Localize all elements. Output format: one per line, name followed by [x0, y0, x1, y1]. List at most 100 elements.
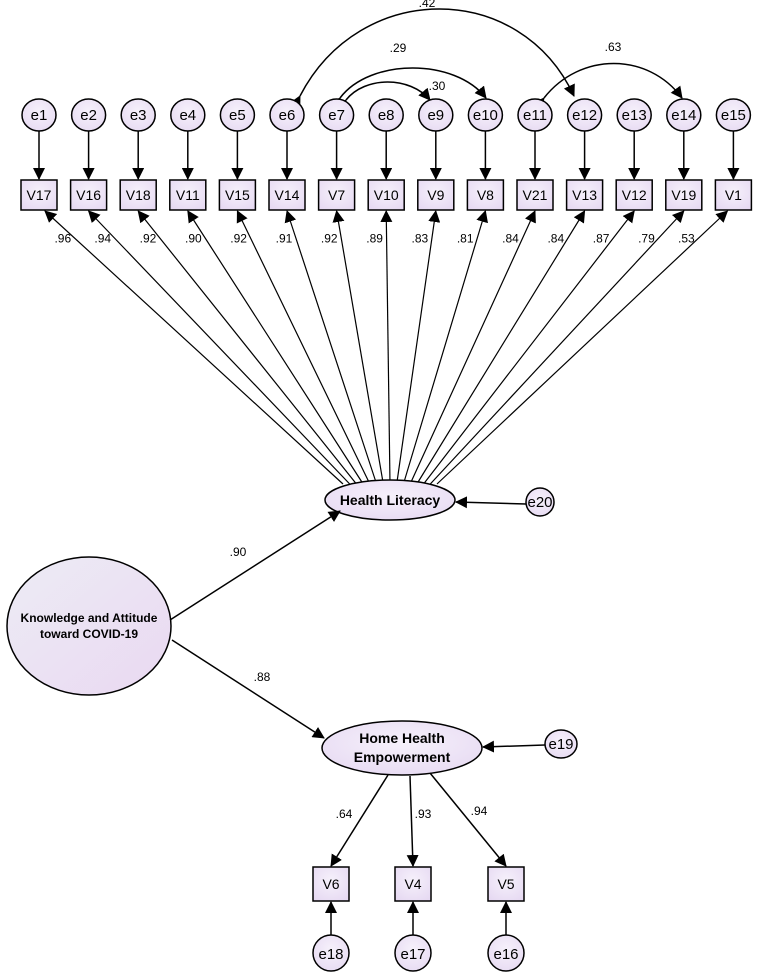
error-e18	[312, 934, 350, 972]
indicator-V6-label: V6	[322, 876, 339, 892]
covariance-label-e7-e10: .29	[390, 41, 407, 55]
indicator-V18-label: V18	[126, 187, 151, 203]
loading-label-V21: .84	[502, 231, 519, 245]
error-e20-arrow	[455, 496, 527, 509]
error-e10-label: e10	[473, 107, 498, 124]
path-knowledge-empowerment-coef: .88	[254, 670, 271, 684]
loading-arrow-V10	[380, 210, 393, 485]
loading-arrow-V6	[330, 774, 389, 867]
indicator-V19-label: V19	[671, 187, 696, 203]
loading-label-V18: .92	[140, 231, 157, 245]
loading-arrow-V1	[436, 210, 729, 485]
indicator-V17	[20, 179, 58, 211]
path-knowledge-to-health-literacy	[169, 510, 341, 621]
loading-label-V8: .81	[457, 231, 474, 245]
covariance-label-e6-e12: .42	[419, 0, 436, 10]
loading-arrow-V16	[87, 210, 351, 485]
indicator-V16-label: V16	[76, 187, 101, 203]
error-e20-label: e20	[527, 494, 552, 511]
indicator-V1-label: V1	[725, 187, 742, 203]
indicator-V15-label: V15	[225, 187, 250, 203]
loading-label-V12: .87	[593, 231, 610, 245]
error-e16	[487, 934, 525, 972]
loading-arrow-V14	[284, 210, 378, 485]
error-e11-label: e11	[523, 107, 547, 124]
error-e5-label: e5	[229, 107, 246, 124]
indicator-V14	[268, 179, 306, 211]
indicator-V12-label: V12	[622, 187, 647, 203]
indicator-V21-label: V21	[523, 187, 548, 203]
indicator-V15	[218, 179, 257, 211]
loading-label-V6: .64	[336, 807, 353, 821]
indicator-V16	[69, 179, 108, 211]
error-e20	[525, 487, 555, 517]
knowledge-attitude-label-line1: Knowledge and Attitude	[21, 611, 158, 625]
knowledge-attitude-label-line2: toward COVID-19	[40, 627, 138, 641]
error-e6-label: e6	[279, 107, 296, 124]
loading-label-V7: .92	[321, 231, 338, 245]
covariance-arcs	[289, 8, 683, 113]
indicator-V9	[417, 179, 455, 211]
error-e19-label: e19	[548, 736, 573, 753]
health-literacy-loadings: .96.94.92.90.92.91.92.89.83.81.84.84.87.…	[44, 210, 729, 485]
error-e15-label: e15	[721, 107, 746, 124]
covariance-label-e11-e14: .63	[605, 40, 622, 54]
error-e16-label: e16	[493, 946, 518, 963]
loading-label-V17: .96	[54, 231, 71, 245]
covariance-label-e7-e9: .30	[429, 79, 446, 93]
indicator-V11-label: V11	[176, 187, 200, 203]
error-e18-label: e18	[318, 946, 343, 963]
indicator-V21	[516, 179, 554, 211]
loading-arrow-V5	[429, 772, 507, 867]
indicator-V18	[119, 179, 157, 211]
indicator-V1	[714, 179, 753, 211]
indicator-V7	[317, 179, 356, 211]
loading-label-V1: .53	[678, 231, 695, 245]
health-literacy-label: Health Literacy	[340, 492, 441, 508]
error-e7-label: e7	[328, 107, 345, 124]
empowerment-label-line1: Home Health	[359, 730, 445, 746]
error-e19	[544, 729, 578, 759]
loading-label-V16: .94	[94, 231, 111, 245]
indicator-V12	[615, 179, 653, 211]
error-e8-label: e8	[378, 107, 395, 124]
loading-label-V4: .93	[415, 807, 432, 821]
loading-arrow-V9	[396, 210, 441, 485]
indicator-V19	[665, 179, 703, 211]
indicator-V14-label: V14	[275, 187, 300, 203]
indicator-V5-label: V5	[497, 876, 514, 892]
loading-label-V15: .92	[230, 231, 247, 245]
error-e4-label: e4	[179, 107, 196, 124]
covariance-arc-e11-e14	[532, 62, 683, 111]
health-literacy-ellipse	[324, 479, 456, 521]
loading-label-V5: .94	[471, 804, 488, 818]
loading-label-V14: .91	[276, 231, 293, 245]
indicator-V10-label: V10	[374, 187, 399, 203]
loading-label-V9: .83	[412, 231, 429, 245]
loading-arrow-V11	[187, 210, 364, 485]
loading-label-V13: .84	[547, 231, 564, 245]
error-e17-label: e17	[400, 946, 425, 963]
empowerment-label-line2: Empowerment	[354, 749, 451, 765]
indicator-V10	[367, 179, 405, 211]
indicator-V11	[169, 179, 207, 211]
error-e9-label: e9	[427, 107, 444, 124]
indicator-V13-label: V13	[572, 187, 597, 203]
error-e13-label: e13	[622, 107, 647, 124]
loading-arrow-V19	[429, 210, 685, 485]
top-measurement-row: e1V17e2V16e3V18e4V11e5V15e6V14e7V7e8V10e…	[20, 98, 753, 211]
error-e12-label: e12	[572, 107, 597, 124]
loading-label-V19: .79	[638, 231, 655, 245]
error-e14-label: e14	[671, 107, 696, 124]
error-e3-label: e3	[130, 107, 147, 124]
indicator-V7-label: V7	[328, 187, 345, 203]
loading-arrow-V15	[236, 210, 371, 485]
empowerment-ellipse	[321, 720, 483, 776]
indicator-V17-label: V17	[27, 187, 52, 203]
covariance-arc-e7-e10	[328, 67, 487, 111]
path-knowledge-to-empowerment	[171, 639, 325, 739]
indicator-V9-label: V9	[427, 187, 444, 203]
covariance-arc-e7-e9	[334, 81, 431, 113]
indicator-V8-label: V8	[477, 187, 494, 203]
